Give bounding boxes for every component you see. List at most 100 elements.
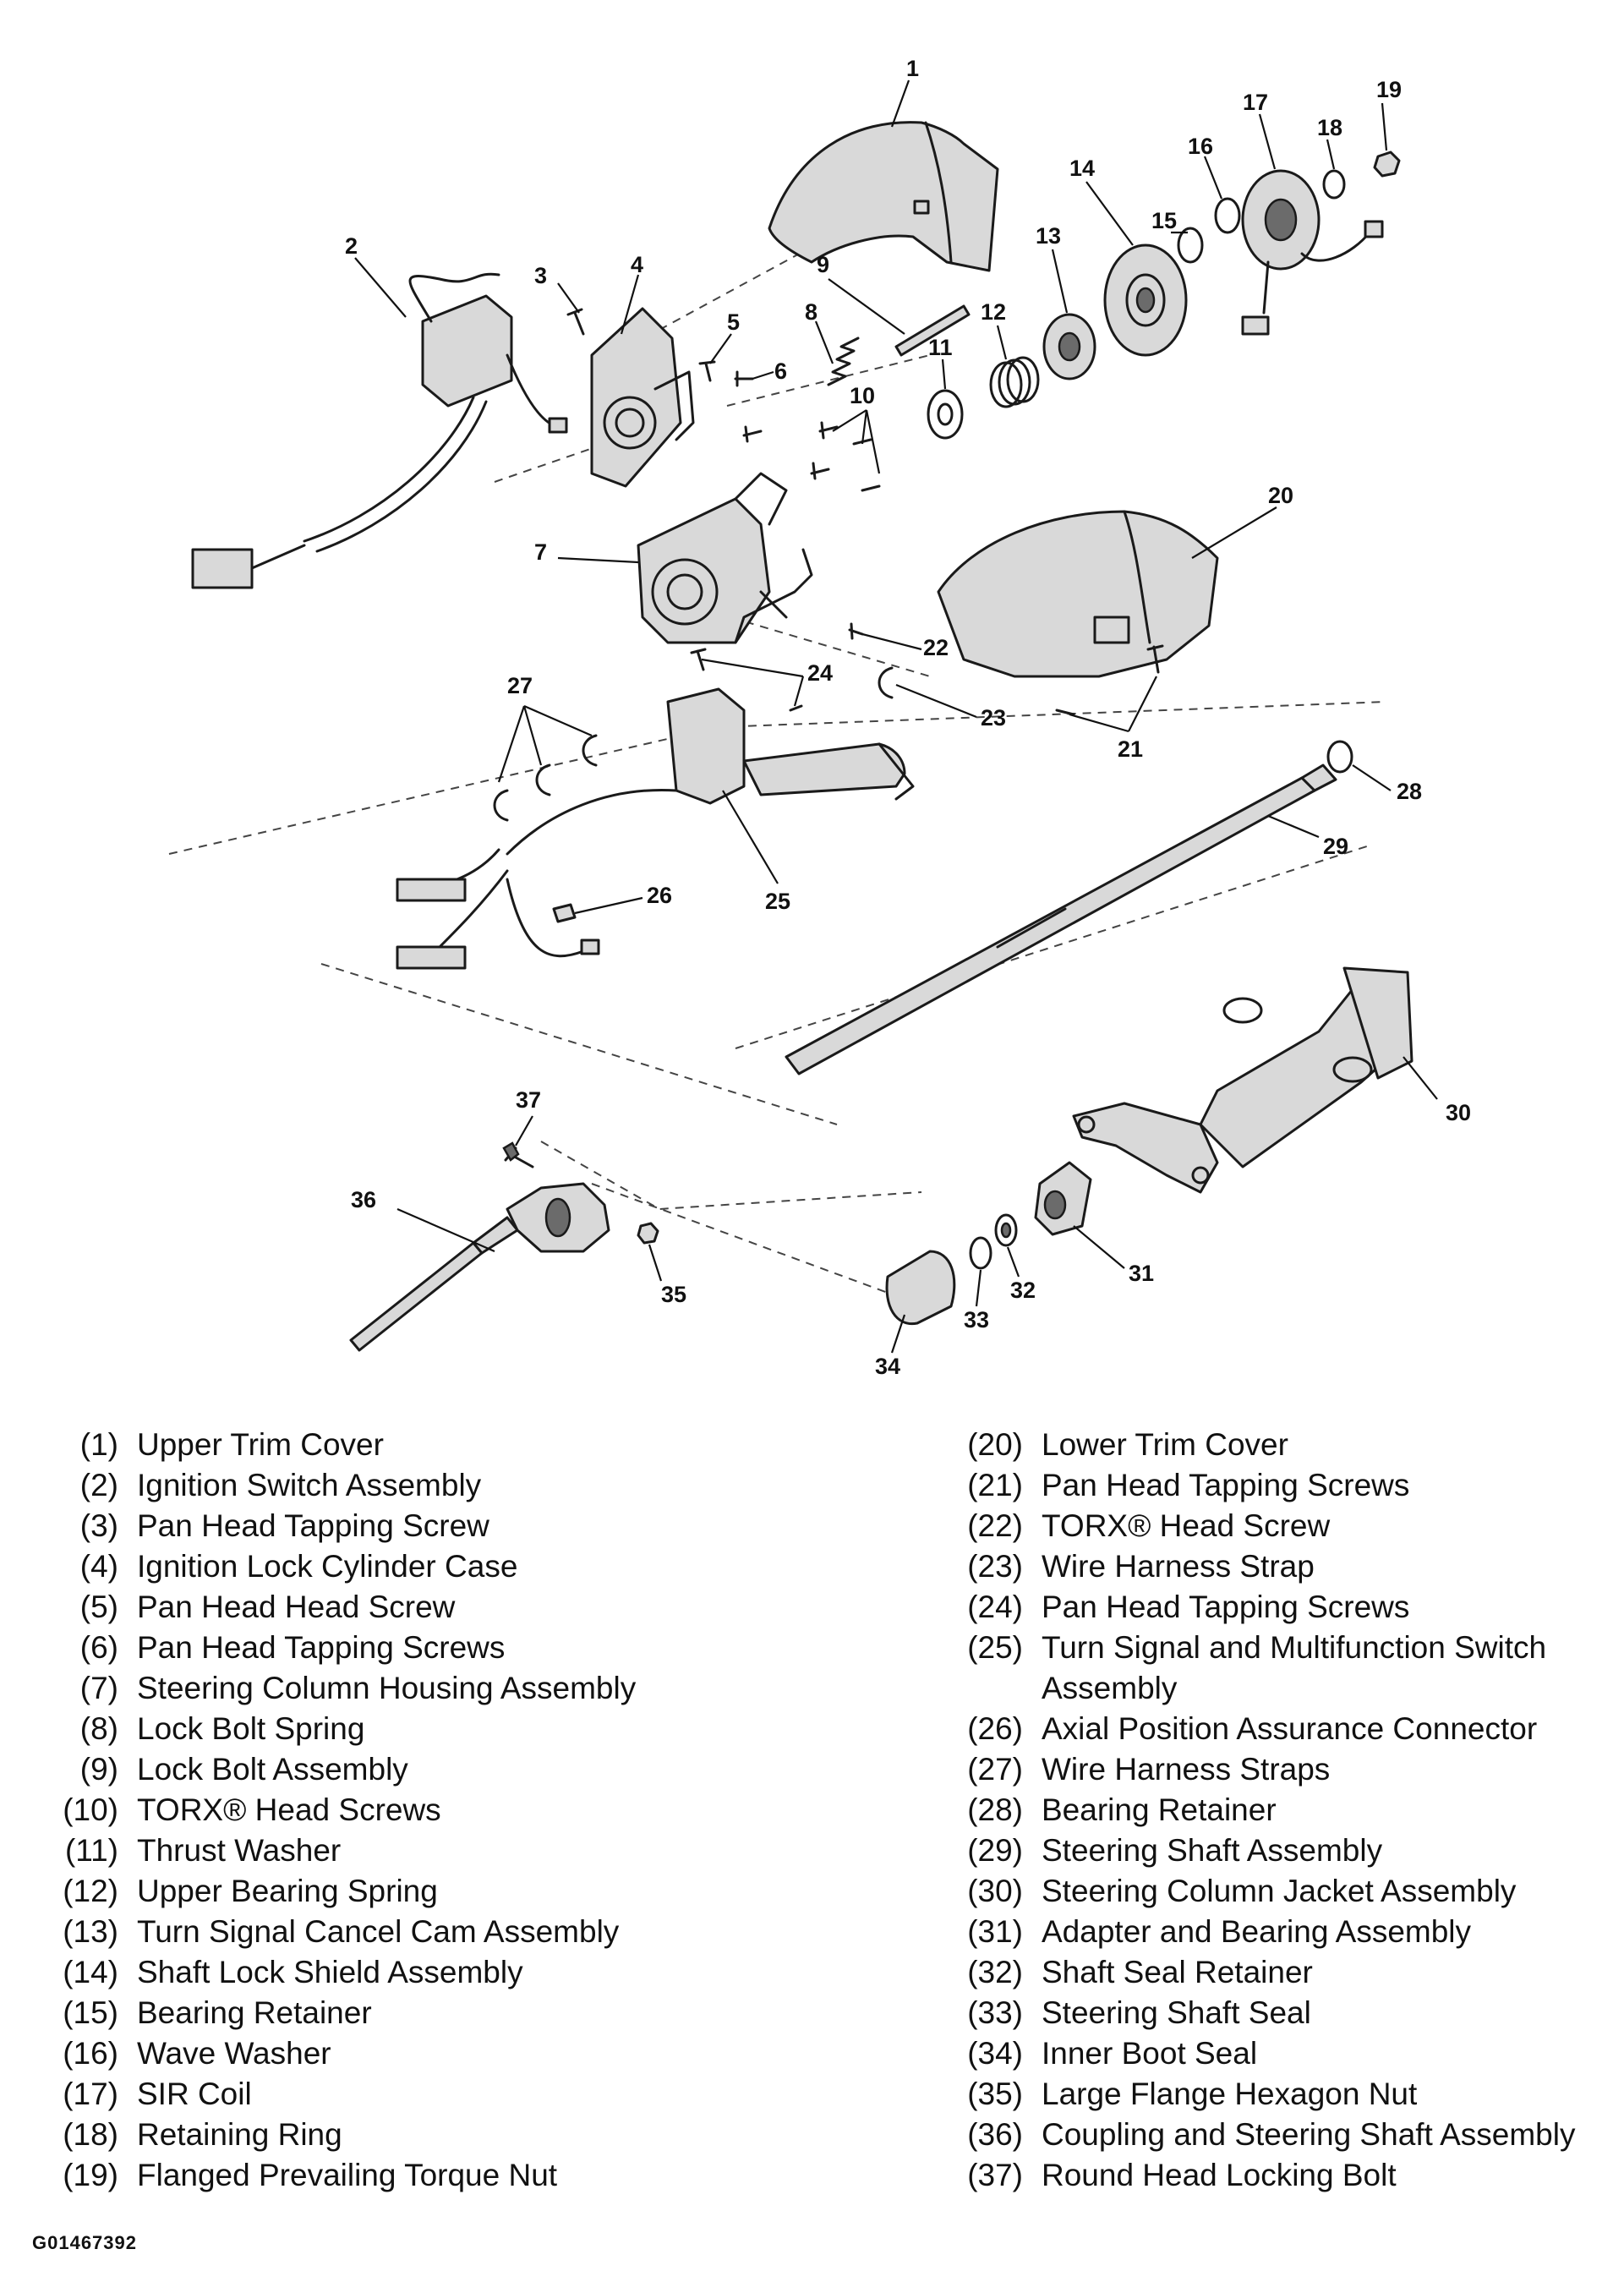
- callout-8: 8: [805, 299, 817, 325]
- legend-item: (4) Ignition Lock Cylinder Case: [25, 1546, 871, 1587]
- legend-item-number: (17): [63, 2077, 118, 2111]
- legend-item-number: (2): [79, 1468, 118, 1502]
- legend-item-label: Pan Head Tapping Screws: [1042, 1590, 1410, 1624]
- legend-item-label: Ignition Lock Cylinder Case: [137, 1549, 518, 1584]
- callout-17: 17: [1243, 90, 1268, 115]
- part-torx-screws: [810, 421, 881, 492]
- part-multifunction-switch: [396, 687, 915, 970]
- legend-item: (2)Ignition Switch Assembly: [25, 1465, 871, 1506]
- part-inner-boot-seal: [885, 1250, 956, 1326]
- legend-item-number: (34): [967, 2036, 1023, 2071]
- part-small-screws: [566, 308, 763, 443]
- callout-18: 18: [1317, 115, 1342, 140]
- legend-item-label: Adapter and Bearing Assembly: [1042, 1914, 1472, 1949]
- exploded-diagram: 1 2 3 4 5 6 7 8 9 10 11 12 13 14 15 16 1…: [168, 56, 1471, 1379]
- legend-item: (10)TORX® Head Screws: [25, 1790, 871, 1831]
- legend-item-number: (5): [79, 1590, 118, 1624]
- legend-item-label: Wave Washer: [137, 2036, 331, 2071]
- legend-item-number: (14): [63, 1955, 118, 1989]
- part-thrust-washer: [927, 389, 964, 440]
- part-shaft-seal: [969, 1236, 992, 1270]
- legend-item: (20)Lower Trim Cover: [930, 1425, 1606, 1465]
- legend-item-label: Lock Bolt Assembly: [137, 1752, 408, 1787]
- legend-item-number: (10): [63, 1792, 118, 1827]
- part-bearing-retainer-upper: [1177, 227, 1204, 264]
- callout-28: 28: [1397, 779, 1422, 804]
- part-locking-bolt: [502, 1141, 534, 1168]
- callout-11: 11: [928, 335, 953, 360]
- callout-15: 15: [1151, 208, 1177, 233]
- legend-item: (25) Turn Signal and Multifunction Switch…: [930, 1628, 1606, 1709]
- part-wave-washer: [1214, 197, 1241, 234]
- legend-item-label: Wire Harness Straps: [1042, 1752, 1331, 1787]
- legend-item-label: Bearing Retainer: [1042, 1792, 1277, 1827]
- part-lock-bolt-spring: [827, 337, 860, 386]
- legend-item: (28) Bearing Retainer: [930, 1790, 1606, 1831]
- callout-27: 27: [507, 673, 533, 698]
- legend-item-number: (7): [79, 1671, 118, 1705]
- callout-32: 32: [1010, 1278, 1036, 1303]
- legend-item-number: (9): [79, 1752, 118, 1787]
- legend-item-label: Round Head Locking Bolt: [1042, 2158, 1397, 2192]
- legend-item-number: (4): [79, 1549, 118, 1584]
- callout-19: 19: [1376, 77, 1402, 102]
- figure-code: G01467392: [32, 2232, 137, 2253]
- legend-column-left: (1) Upper Trim Cover(2)Ignition Switch As…: [25, 1425, 871, 2196]
- callout-30: 30: [1446, 1100, 1471, 1125]
- callout-36: 36: [351, 1187, 376, 1212]
- part-adapter-bearing: [1034, 1161, 1092, 1236]
- legend-item-label: Coupling and Steering Shaft Assembly: [1042, 2117, 1576, 2152]
- legend-item-number: (27): [967, 1752, 1023, 1787]
- callout-16: 16: [1188, 134, 1213, 159]
- legend-item-number: (26): [967, 1711, 1023, 1746]
- legend-item: (12)Upper Bearing Spring: [25, 1871, 871, 1912]
- part-lock-bolt: [894, 304, 971, 357]
- callout-3: 3: [534, 263, 547, 288]
- legend-item-label: Upper Trim Cover: [137, 1427, 384, 1462]
- legend-item: (3)Pan Head Tapping Screw: [25, 1506, 871, 1546]
- callout-13: 13: [1036, 223, 1061, 249]
- legend-item-label: TORX® Head Screw: [1042, 1508, 1331, 1543]
- legend-item-label: Turn Signal and Multifunction Switch Ass…: [1042, 1630, 1547, 1705]
- legend-item: (5)Pan Head Head Screw: [25, 1587, 871, 1628]
- legend-item-label: Inner Boot Seal: [1042, 2036, 1258, 2071]
- callout-35: 35: [661, 1282, 686, 1307]
- legend-item: (29)Steering Shaft Assembly: [930, 1831, 1606, 1871]
- callout-4: 4: [631, 252, 643, 277]
- parts-legend: (1) Upper Trim Cover(2)Ignition Switch As…: [0, 1425, 1624, 2211]
- legend-item-label: Flanged Prevailing Torque Nut: [137, 2158, 558, 2192]
- legend-item: (36) Coupling and Steering Shaft Assembly: [930, 2115, 1606, 2155]
- legend-item-label: Steering Column Jacket Assembly: [1042, 1874, 1517, 1908]
- callout-24: 24: [807, 660, 833, 686]
- part-torque-nut: [1373, 150, 1401, 178]
- part-apa-connector: [552, 903, 577, 923]
- legend-item-number: (18): [63, 2117, 118, 2152]
- part-seal-retainer: [994, 1213, 1018, 1247]
- callout-9: 9: [817, 252, 829, 277]
- callout-26: 26: [647, 883, 672, 908]
- legend-item-label: Bearing Retainer: [137, 1995, 372, 2030]
- legend-item-number: (16): [63, 2036, 118, 2071]
- legend-item: (33)Steering Shaft Seal: [930, 1993, 1606, 2033]
- legend-item-number: (37): [967, 2158, 1023, 2192]
- legend-item-number: (1): [79, 1427, 118, 1462]
- legend-column-right: (20)Lower Trim Cover(21)Pan Head Tapping…: [930, 1425, 1606, 2196]
- legend-item-label: Pan Head Tapping Screws: [137, 1630, 506, 1665]
- legend-item: (17)SIR Coil: [25, 2074, 871, 2115]
- legend-item: (1) Upper Trim Cover: [25, 1425, 871, 1465]
- part-steering-shaft: [785, 763, 1337, 1075]
- legend-item-number: (25): [967, 1630, 1023, 1665]
- legend-item-label: Retaining Ring: [137, 2117, 342, 2152]
- part-bearing-spring: [989, 356, 1040, 408]
- legend-item-number: (15): [63, 1995, 118, 2030]
- part-lower-trim-cover: [937, 510, 1219, 678]
- part-lock-cylinder-case: [590, 307, 695, 488]
- legend-item-label: Steering Shaft Assembly: [1042, 1833, 1383, 1868]
- legend-item-label: Wire Harness Strap: [1042, 1549, 1315, 1584]
- legend-item-number: (33): [967, 1995, 1023, 2030]
- legend-item-number: (36): [967, 2117, 1023, 2152]
- legend-item-number: (28): [967, 1792, 1023, 1827]
- legend-item: (23)Wire Harness Strap: [930, 1546, 1606, 1587]
- part-ignition-switch: [191, 272, 568, 589]
- legend-item-number: (20): [967, 1427, 1023, 1462]
